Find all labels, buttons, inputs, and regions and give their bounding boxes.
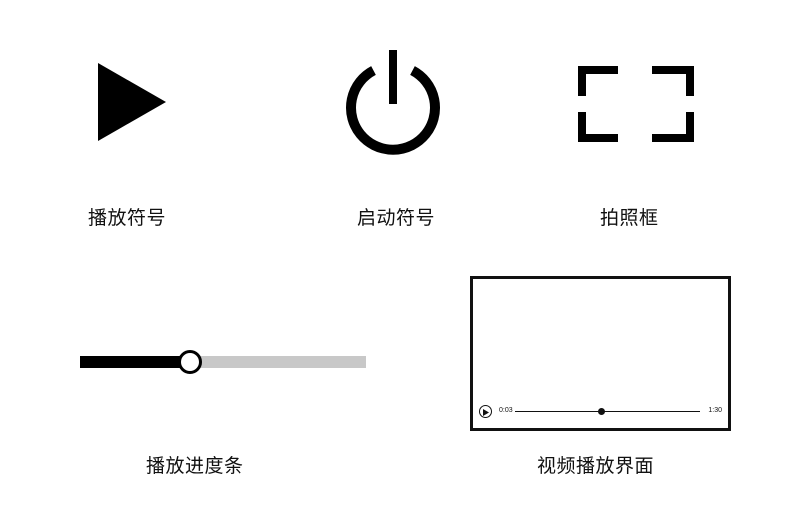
play-icon [483,408,489,416]
video-controls: 0:03 1:30 [479,405,722,421]
total-time: 1:30 [708,407,722,414]
video-progress-knob[interactable] [598,408,606,415]
progress-bar-label: 播放进度条 [146,455,244,477]
camera-frame-label: 拍照框 [600,207,659,229]
video-player-label: 视频播放界面 [537,455,655,477]
play-icon-label: 播放符号 [88,207,167,229]
slider-fill [80,356,189,368]
current-time: 0:03 [499,407,513,414]
power-icon [343,50,443,160]
video-play-button[interactable] [479,405,492,418]
power-icon-label: 启动符号 [357,207,436,229]
playback-progress-slider[interactable] [80,346,366,378]
camera-frame-icon [578,66,694,142]
video-progress-track[interactable] [515,408,700,415]
slider-knob[interactable] [177,350,202,374]
video-player-screen: 0:03 1:30 [470,276,731,431]
play-icon [98,63,168,141]
